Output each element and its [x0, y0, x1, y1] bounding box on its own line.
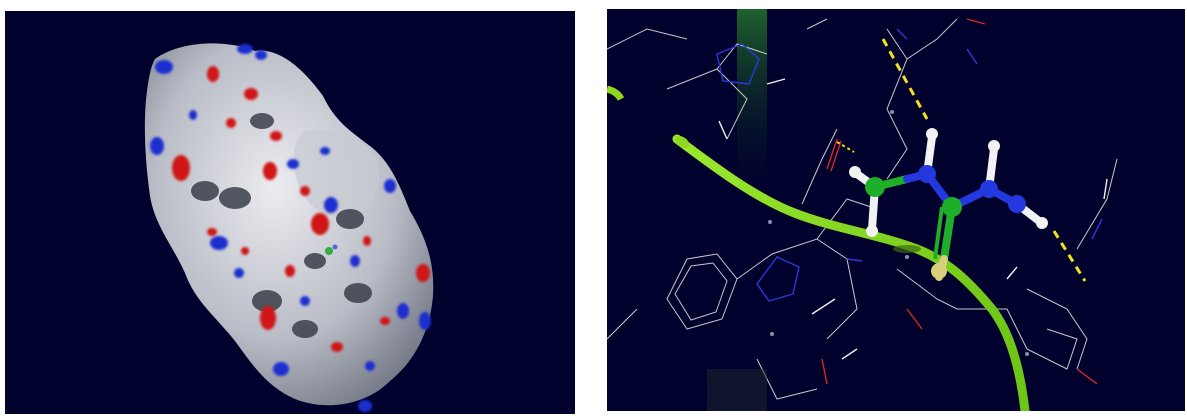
hydrogen-bond-2	[1052, 230, 1087, 282]
negative-patches	[172, 66, 430, 352]
ligand-hydrogen-atom	[988, 140, 1000, 152]
protein-surface	[144, 43, 434, 406]
ligand-carbon-atom	[942, 197, 962, 217]
surface-cavities	[191, 113, 372, 338]
ligand-hydrogen-atom	[849, 166, 861, 178]
residue-label-marks	[768, 110, 1029, 356]
ligand-nitrogen-atom	[980, 180, 998, 198]
ligand-ball-and-stick	[849, 128, 1048, 281]
ligand-carbon-atom	[865, 177, 885, 197]
binding-site-svg	[607, 9, 1118, 411]
surface-body	[144, 43, 434, 406]
positive-patches	[150, 44, 431, 412]
ligand-nitrogen-atom	[918, 165, 936, 183]
ligand-nitrogen-atom	[1008, 195, 1026, 213]
hydrogen-wires	[718, 78, 1108, 360]
background-helix-haze	[737, 9, 767, 189]
ligand-sulfur-atom	[931, 263, 947, 279]
ligand-in-pocket	[325, 244, 338, 255]
ligand-hydrogen-atom	[926, 128, 938, 140]
residue-wireframe	[607, 18, 1118, 400]
residue-oxygens	[821, 18, 1098, 385]
molecular-surface-panel	[5, 11, 575, 414]
ligand-hydrogen-atom	[866, 225, 878, 237]
hydrogen-bond-1	[881, 38, 929, 120]
binding-site-panel	[607, 9, 1185, 411]
backbone-ribbon	[607, 85, 1030, 411]
ligand-hydrogen-atom	[1036, 217, 1048, 229]
molecular-surface-svg	[144, 43, 434, 412]
surface-lobe	[293, 129, 380, 217]
foreground-shadow	[707, 369, 767, 411]
hydrogen-bonds	[836, 38, 1087, 282]
